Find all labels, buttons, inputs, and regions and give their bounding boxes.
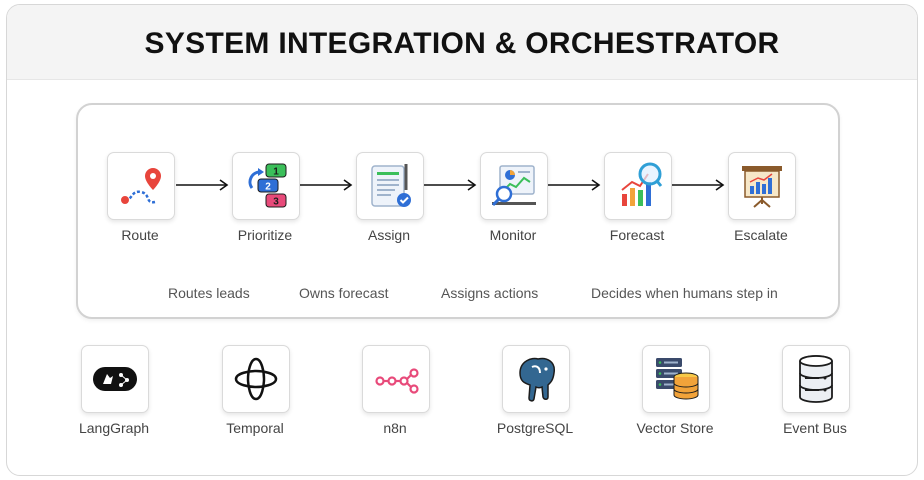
presentation-board-icon [742, 166, 782, 208]
step-monitor-label: Monitor [489, 227, 537, 243]
workflow-container [76, 103, 840, 319]
growth-chart-icon [621, 162, 663, 206]
langgraph-logo-icon [93, 367, 137, 391]
vector-database-icon [656, 358, 699, 400]
tool-event-bus-tile [782, 345, 850, 413]
page-title: SYSTEM INTEGRATION & ORCHESTRATOR [144, 27, 780, 60]
step-forecast-tile [604, 152, 672, 220]
temporal-logo-icon [234, 357, 278, 401]
arrow-forecast-to-escalate-icon [672, 179, 725, 191]
svg-text:1: 1 [273, 167, 279, 178]
step-forecast-label: Forecast [609, 227, 665, 243]
tool-vector-store-label: Vector Store [636, 420, 714, 436]
step-escalate-tile [728, 152, 796, 220]
analytics-magnifier-icon [491, 165, 536, 207]
server-stack-icon [799, 355, 833, 403]
step-route-label: Route [121, 227, 159, 243]
step-monitor-tile [480, 152, 548, 220]
tool-n8n-tile [362, 345, 430, 413]
tool-temporal-label: Temporal [226, 420, 284, 436]
svg-text:2: 2 [265, 182, 271, 193]
role-assigns-actions: Assigns actions [441, 285, 539, 301]
tool-vector-store-tile [642, 345, 710, 413]
numbered-list-icon: 1 2 3 [248, 163, 287, 208]
tool-postgresql-label: PostgreSQL [496, 420, 574, 436]
step-assign-tile [356, 152, 424, 220]
arrow-assign-to-monitor-icon [424, 179, 477, 191]
title-band: SYSTEM INTEGRATION & ORCHESTRATOR [7, 5, 917, 80]
role-owns-forecast: Owns forecast [299, 285, 389, 301]
step-escalate-label: Escalate [734, 227, 788, 243]
svg-text:3: 3 [273, 197, 279, 208]
tool-event-bus-label: Event Bus [783, 420, 847, 436]
step-prioritize-tile: 1 2 3 [232, 152, 300, 220]
step-route-tile [107, 152, 175, 220]
route-pin-icon [121, 168, 161, 204]
n8n-logo-icon [375, 368, 419, 394]
arrow-monitor-to-forecast-icon [548, 179, 601, 191]
step-assign-label: Assign [367, 227, 411, 243]
tool-n8n-label: n8n [383, 420, 407, 436]
tool-temporal-tile [222, 345, 290, 413]
arrow-prioritize-to-assign-icon [300, 179, 353, 191]
arrow-route-to-prioritize-icon [176, 179, 229, 191]
tool-langgraph-label: LangGraph [78, 420, 150, 436]
tool-postgresql-tile [502, 345, 570, 413]
role-routes-leads: Routes leads [168, 285, 250, 301]
step-prioritize-label: Prioritize [237, 227, 293, 243]
postgresql-elephant-icon [519, 357, 555, 402]
clipboard-check-icon [371, 164, 411, 207]
tool-langgraph-tile [81, 345, 149, 413]
role-decides-escalation: Decides when humans step in [591, 285, 778, 301]
